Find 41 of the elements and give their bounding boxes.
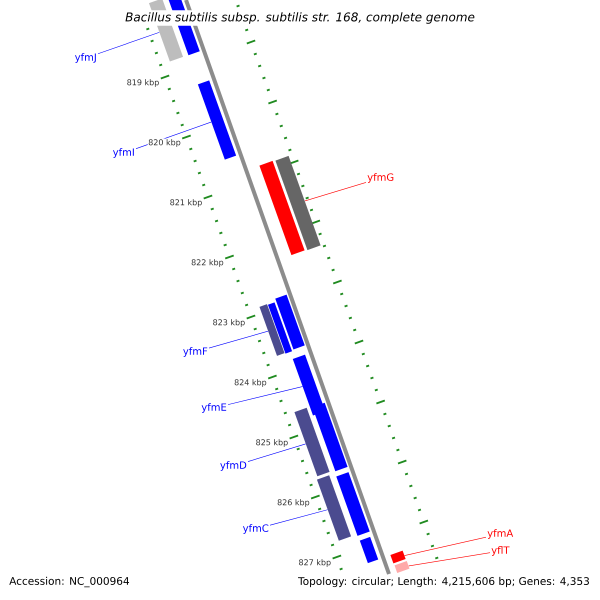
gene-label: yfmC bbox=[242, 524, 268, 534]
gene-label: yfmJ bbox=[74, 53, 96, 63]
position-label: 822 kbp bbox=[190, 258, 224, 268]
gene-label: yfmE bbox=[202, 403, 226, 413]
position-label: 826 kbp bbox=[276, 498, 310, 508]
gene-label: yfmF bbox=[183, 347, 208, 357]
gene-bar bbox=[312, 402, 348, 472]
accession-text: Accession: NC_000964 bbox=[9, 576, 130, 588]
position-label: 821 kbp bbox=[169, 198, 203, 208]
leader-line bbox=[228, 386, 303, 405]
position-label: 827 kbp bbox=[298, 558, 332, 568]
gene-label: yflT bbox=[492, 546, 510, 556]
gene-bar bbox=[294, 408, 330, 476]
leader-line bbox=[208, 330, 268, 348]
gene-bar bbox=[275, 156, 321, 250]
leader-line bbox=[248, 444, 306, 462]
gene-bar bbox=[316, 475, 352, 541]
genome-info-text: Topology: circular; Length: 4,215,606 bp; Genes: 4,353 bbox=[297, 576, 591, 588]
leader-line bbox=[408, 552, 490, 566]
gene-bar bbox=[259, 304, 285, 356]
gene-bar bbox=[275, 294, 305, 350]
gene-bar bbox=[390, 550, 406, 564]
position-label: 823 kbp bbox=[212, 318, 246, 328]
gene-bar bbox=[198, 80, 236, 160]
gene-label: yfmG bbox=[368, 173, 394, 183]
gene-bar bbox=[360, 536, 378, 564]
gene-label: yfmA bbox=[488, 529, 514, 539]
gene-label: yfmI bbox=[112, 148, 134, 158]
position-label: 825 kbp bbox=[255, 438, 289, 448]
title: Bacillus subtilis subsp. subtilis str. 168, complete genome bbox=[123, 10, 477, 26]
position-label: 824 kbp bbox=[234, 378, 268, 388]
leader-line bbox=[270, 509, 328, 526]
gene-bar bbox=[394, 561, 410, 573]
gene-bar bbox=[336, 472, 370, 536]
leader-line bbox=[304, 182, 366, 202]
gene-bar bbox=[259, 160, 305, 256]
position-label: 820 kbp bbox=[148, 138, 182, 148]
gene-bar bbox=[268, 302, 292, 354]
gene-label: yfmD bbox=[220, 461, 246, 471]
leader-line bbox=[404, 536, 486, 556]
position-label: 819 kbp bbox=[126, 78, 160, 88]
